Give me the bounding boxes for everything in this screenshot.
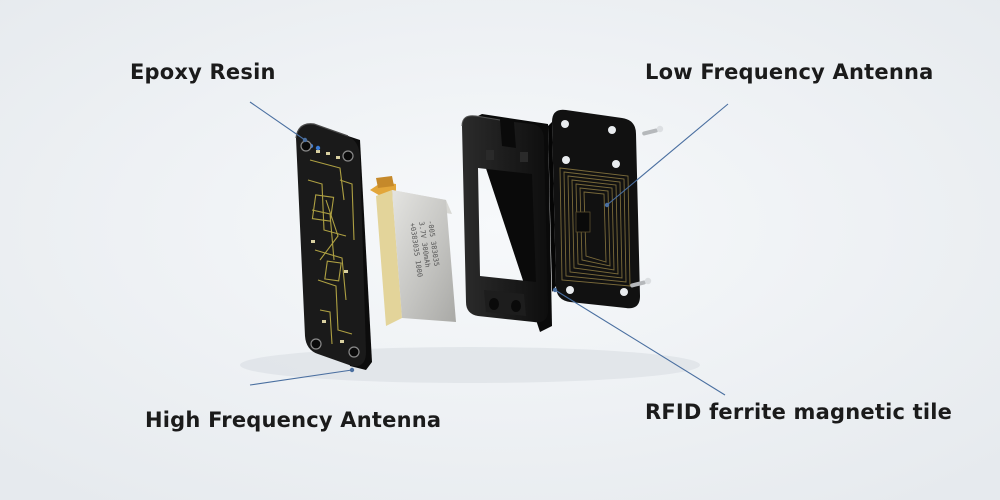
pcb-board — [295, 123, 372, 370]
ferrite-tile — [548, 109, 640, 309]
dot-lf — [604, 202, 610, 208]
screw-top — [642, 125, 664, 136]
dot-rfid — [552, 287, 558, 293]
label-rfid-ferrite-tile: RFID ferrite magnetic tile — [645, 400, 953, 424]
dot-hf — [349, 367, 355, 373]
dot-epoxy — [302, 137, 308, 143]
label-epoxy-resin: Epoxy Resin — [130, 60, 276, 84]
leader-lf — [606, 103, 729, 206]
label-high-frequency-antenna: High Frequency Antenna — [145, 408, 442, 432]
housing-frame — [461, 114, 552, 332]
label-low-frequency-antenna: Low Frequency Antenna — [645, 60, 934, 84]
leader-hf — [249, 369, 353, 386]
battery: -005 383035 3.7V 300mAh +0383035 1000 — [370, 176, 456, 326]
leader-rfid — [554, 289, 726, 396]
lf-coil — [559, 167, 631, 287]
leader-epoxy — [249, 101, 306, 141]
leader-lines — [249, 101, 729, 396]
screw-bottom — [630, 277, 652, 288]
floor-shadow — [240, 347, 700, 383]
